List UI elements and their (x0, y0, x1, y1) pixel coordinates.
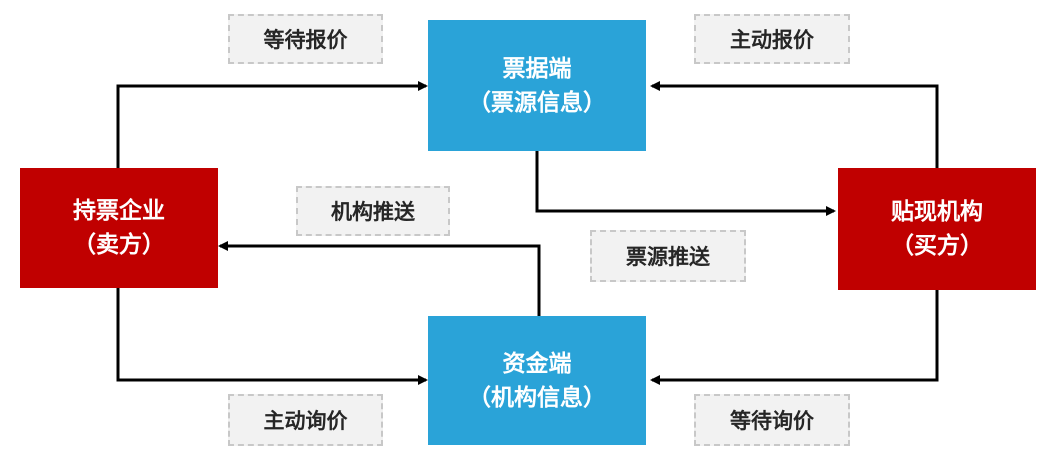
label-active-inquiry: 主动询价 (228, 394, 383, 446)
fund-end-title: 资金端 (502, 350, 572, 377)
arrow-discounter-to-bill (650, 81, 939, 168)
fund-end-node: 资金端 （机构信息） (428, 316, 646, 445)
label-wait-inquiry: 等待询价 (694, 394, 850, 446)
bill-end-subtitle: （票源信息） (468, 89, 606, 116)
bill-end-node: 票据端 （票源信息） (428, 20, 646, 151)
discounter-title: 贴现机构 (891, 199, 983, 225)
arrow-holder-to-fund (116, 288, 428, 385)
arrow-discounter-to-fund (650, 290, 939, 385)
label-bill-push: 票源推送 (590, 230, 746, 282)
discounter-node: 贴现机构 （买方） (838, 168, 1036, 290)
label-active-quote: 主动报价 (694, 14, 850, 64)
arrow-bill-to-discounter (535, 150, 836, 216)
holder-subtitle: （卖方） (73, 232, 165, 258)
discounter-subtitle: （买方） (891, 233, 983, 259)
label-wait-quote: 等待报价 (228, 14, 383, 64)
bill-end-title: 票据端 (502, 55, 572, 82)
fund-end-subtitle: （机构信息） (468, 384, 606, 411)
holder-title: 持票企业 (73, 198, 165, 224)
arrow-fund-to-holder (218, 241, 541, 316)
arrow-holder-to-bill (116, 81, 428, 168)
label-institution-push: 机构推送 (296, 186, 450, 236)
holder-node: 持票企业 （卖方） (20, 168, 218, 288)
